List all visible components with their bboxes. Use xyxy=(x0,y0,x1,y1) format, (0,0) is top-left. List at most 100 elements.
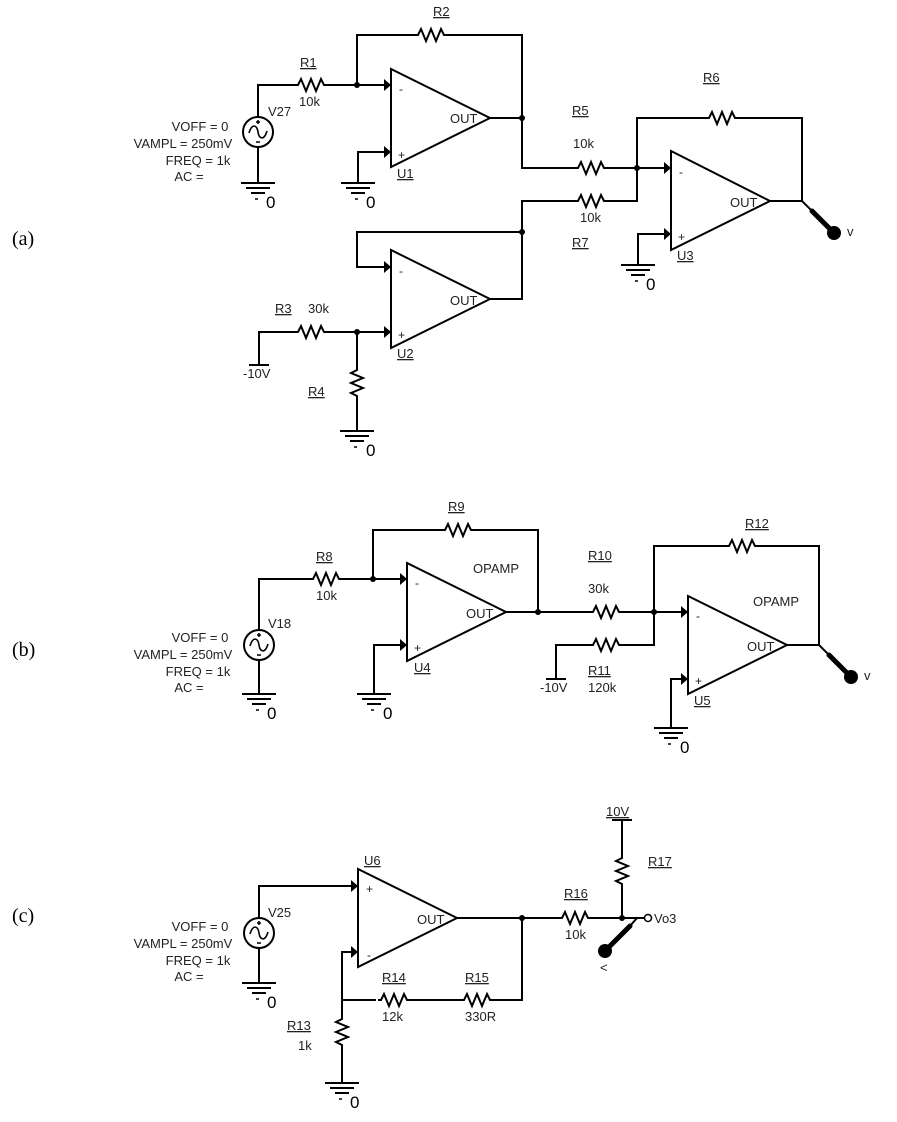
svg-text:OUT: OUT xyxy=(417,912,445,927)
circuit-b: V18 VOFF = 0 VAMPL = 250mV FREQ = 1k AC … xyxy=(134,499,871,757)
source-v18[interactable]: V18 xyxy=(243,616,291,661)
svg-text:+: + xyxy=(398,328,405,342)
resistor-r5[interactable]: R5 10k xyxy=(572,103,606,175)
opamp-u5[interactable]: - + OUT U5 OPAMP xyxy=(681,594,799,708)
circuit-c: V25 VOFF = 0 VAMPL = 250mV FREQ = 1k AC … xyxy=(134,804,677,1112)
ground-icon: 0 xyxy=(241,182,275,212)
svg-text:0: 0 xyxy=(646,275,655,294)
out-label: OUT xyxy=(450,111,478,126)
resistor-r1[interactable]: R1 10k xyxy=(294,55,326,109)
param-ac: AC = xyxy=(174,169,203,184)
out-label: OUT xyxy=(730,195,758,210)
param-freq: FREQ = 1k xyxy=(166,153,231,168)
r7-name: R7 xyxy=(572,235,589,250)
probe-label: v xyxy=(847,224,854,239)
ground-icon: 0 xyxy=(654,727,689,757)
svg-text:VOFF = 0: VOFF = 0 xyxy=(172,919,229,934)
svg-text:VAMPL = 250mV: VAMPL = 250mV xyxy=(134,936,233,951)
svg-text:R11: R11 xyxy=(588,663,611,678)
svg-text:v: v xyxy=(864,668,871,683)
r5-value: 10k xyxy=(573,136,594,151)
svg-text:0: 0 xyxy=(383,704,392,723)
ground-icon: 0 xyxy=(341,182,375,212)
svg-text:Vo3: Vo3 xyxy=(654,911,676,926)
svg-text:+: + xyxy=(678,230,685,244)
opamp-type-label: OPAMP xyxy=(473,561,519,576)
svg-text:R15: R15 xyxy=(465,970,489,985)
resistor-r17[interactable]: R17 xyxy=(615,854,672,886)
resistor-r9[interactable]: R9 xyxy=(441,499,473,537)
resistor-r3[interactable]: R3 30k xyxy=(275,301,329,339)
opamp-u1[interactable]: - + OUT U1 xyxy=(384,67,493,181)
u2-label: U2 xyxy=(397,346,414,361)
svg-text:R14: R14 xyxy=(382,970,406,985)
source-v25[interactable]: V25 xyxy=(243,905,291,949)
resistor-r16[interactable]: R16 10k xyxy=(558,886,590,942)
resistor-r13[interactable]: R13 1k xyxy=(287,1015,349,1053)
svg-text:R9: R9 xyxy=(448,499,465,514)
resistor-r8[interactable]: R8 10k xyxy=(309,549,341,603)
svg-text:R8: R8 xyxy=(316,549,333,564)
svg-text:12k: 12k xyxy=(382,1009,403,1024)
param-voff: VOFF = 0 xyxy=(172,119,229,134)
opamp-u4[interactable]: - + OUT U4 OPAMP xyxy=(400,561,519,675)
u3-label: U3 xyxy=(677,248,694,263)
resistor-r10[interactable]: R10 30k xyxy=(588,548,621,619)
r5-name: R5 xyxy=(572,103,589,118)
supply-neg10v-b: -10V xyxy=(540,680,568,695)
resistor-r2[interactable]: R2 xyxy=(414,4,450,42)
ground-icon: 0 xyxy=(357,693,392,723)
panel-label-a: (a) xyxy=(12,228,34,250)
u1-label: U1 xyxy=(397,166,414,181)
r1-name: R1 xyxy=(300,55,317,70)
svg-text:V25: V25 xyxy=(268,905,291,920)
svg-text:0: 0 xyxy=(366,193,375,212)
svg-text:<: < xyxy=(600,960,608,975)
opamp-u2[interactable]: - + OUT U2 xyxy=(384,248,493,361)
r3-value: 30k xyxy=(308,301,329,316)
svg-text:-: - xyxy=(367,948,371,962)
svg-text:U6: U6 xyxy=(364,853,381,868)
svg-text:VAMPL = 250mV: VAMPL = 250mV xyxy=(134,647,233,662)
opamp-u3[interactable]: - + OUT U3 xyxy=(664,149,773,263)
resistor-r15[interactable]: R15 330R xyxy=(460,970,496,1024)
source-params-a: VOFF = 0 VAMPL = 250mV FREQ = 1k AC = xyxy=(134,119,233,184)
ground-icon: 0 xyxy=(242,693,276,723)
voltage-probe-icon[interactable]: v xyxy=(800,199,854,240)
resistor-r7[interactable]: 10k R7 xyxy=(572,194,606,250)
resistor-r14[interactable]: R14 12k xyxy=(377,970,409,1024)
svg-text:VOFF = 0: VOFF = 0 xyxy=(172,630,229,645)
svg-text:10k: 10k xyxy=(316,588,337,603)
out-label: OUT xyxy=(450,293,478,308)
voltage-probe-icon[interactable]: v xyxy=(817,643,871,684)
opamp-u6[interactable]: + - OUT U6 xyxy=(351,853,460,969)
panel-label-c: (c) xyxy=(12,905,34,927)
svg-text:FREQ = 1k: FREQ = 1k xyxy=(166,953,231,968)
source-v27[interactable]: V27 xyxy=(242,104,291,148)
net-label-vo3[interactable]: Vo3 xyxy=(643,911,677,926)
voltage-probe-icon[interactable]: < xyxy=(598,916,639,975)
r3-name: R3 xyxy=(275,301,292,316)
resistor-r6[interactable]: R6 xyxy=(703,70,737,125)
resistor-r12[interactable]: R12 xyxy=(725,516,769,553)
svg-text:0: 0 xyxy=(366,441,375,460)
ground-icon: 0 xyxy=(242,982,276,1012)
resistor-r4[interactable]: R4 xyxy=(308,366,364,399)
supply-neg10v-a: -10V xyxy=(243,366,271,381)
svg-text:0: 0 xyxy=(266,193,275,212)
svg-text:+: + xyxy=(414,641,421,655)
svg-text:0: 0 xyxy=(267,704,276,723)
source-name: V27 xyxy=(268,104,291,119)
svg-text:30k: 30k xyxy=(588,581,609,596)
svg-text:U4: U4 xyxy=(414,660,431,675)
resistor-r11[interactable]: R11 120k xyxy=(588,638,621,695)
svg-text:R13: R13 xyxy=(287,1018,311,1033)
source-params-c: VOFF = 0 VAMPL = 250mV FREQ = 1k AC = xyxy=(134,919,233,984)
source-params-b: VOFF = 0 VAMPL = 250mV FREQ = 1k AC = xyxy=(134,630,233,695)
svg-text:0: 0 xyxy=(680,738,689,757)
svg-text:-: - xyxy=(415,576,419,590)
svg-text:-: - xyxy=(399,264,403,278)
svg-text:-: - xyxy=(399,82,403,96)
svg-text:+: + xyxy=(366,882,373,896)
